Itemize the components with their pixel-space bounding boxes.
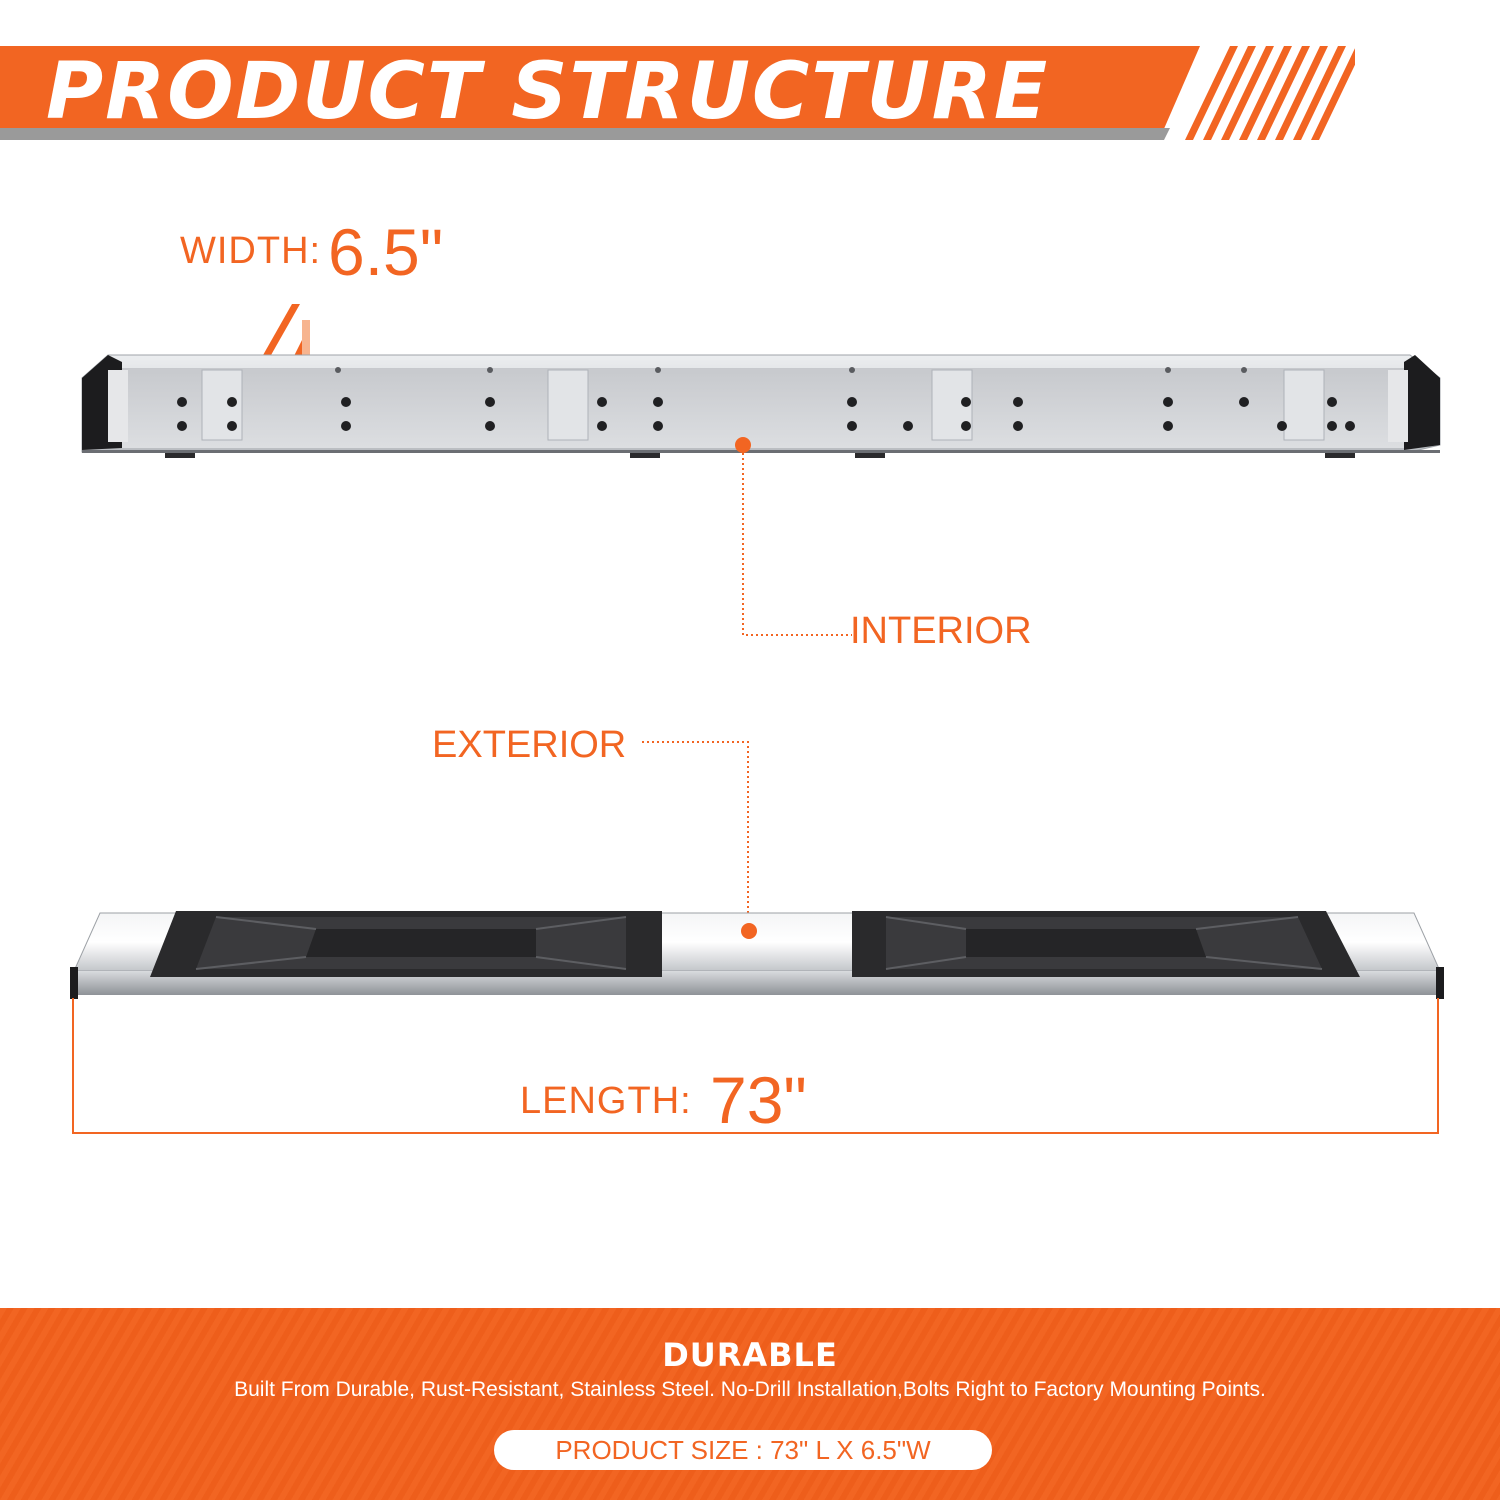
product-size-badge: PRODUCT SIZE : 73" L X 6.5"W (494, 1430, 992, 1470)
interior-board-image (81, 304, 1441, 458)
exterior-board-image (70, 911, 1444, 999)
length-label: LENGTH: (520, 1080, 692, 1122)
page-title: PRODUCT STRUCTURE (46, 47, 1050, 137)
interior-callout-line (735, 437, 852, 636)
exterior-label: EXTERIOR (432, 724, 627, 766)
header-banner (0, 46, 1200, 138)
footer-title: DURABLE (662, 1336, 838, 1374)
length-bracket (72, 998, 1439, 1134)
exterior-callout-line (642, 741, 749, 922)
banner-stripes-decoration (1185, 46, 1355, 140)
width-label: WIDTH: (180, 230, 322, 272)
length-value: 73" (710, 1063, 807, 1137)
header-banner-shadow (0, 128, 1170, 140)
width-value: 6.5" (328, 215, 444, 289)
footer-description: Built From Durable, Rust-Resistant, Stai… (234, 1378, 1266, 1401)
interior-label: INTERIOR (850, 610, 1032, 652)
